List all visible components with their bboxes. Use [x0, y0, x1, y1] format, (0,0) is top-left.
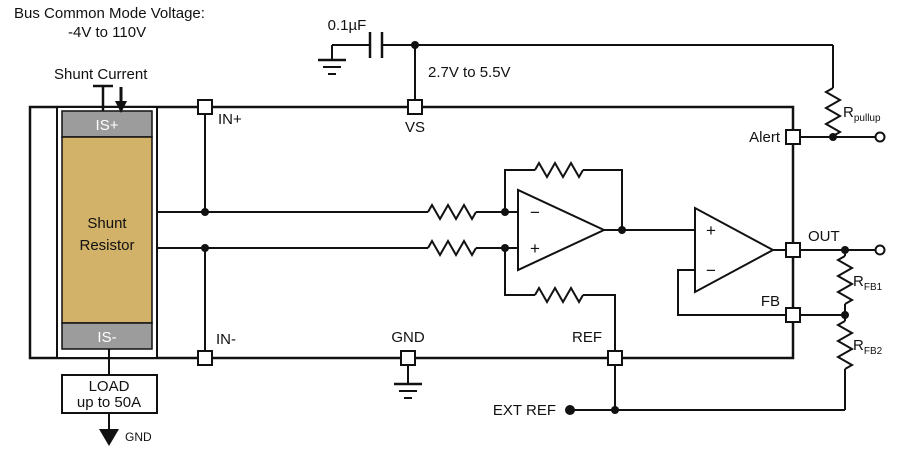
resistor-zigzag — [835, 320, 855, 370]
opamp-triangle — [517, 188, 607, 272]
pin-label: VS — [405, 119, 425, 136]
pin-label: IN- — [216, 331, 236, 348]
resistor-zigzag — [823, 87, 843, 137]
junction-dot — [829, 133, 837, 141]
ext-ref-terminal-dot — [565, 405, 575, 415]
resistor-zigzag — [534, 285, 584, 305]
is-plus-label: IS+ — [96, 117, 119, 134]
gain-feedback-resistor — [504, 160, 623, 230]
ground-arrow-icon — [99, 429, 119, 446]
pin-square — [785, 129, 801, 145]
pin-square — [407, 99, 423, 115]
pin-square — [400, 350, 416, 366]
junction-dot — [618, 226, 626, 234]
pin-gnd: GND — [391, 329, 425, 366]
supply-line: 2.7V to 5.5V — [411, 41, 833, 102]
shunt-body-label-1: Shunt — [87, 215, 127, 232]
gnd-ground-symbol — [394, 365, 422, 399]
junction-dot — [611, 406, 619, 414]
junction-dot — [201, 208, 209, 216]
is-minus-pad — [61, 322, 153, 350]
load-label-2: up to 50A — [77, 394, 141, 411]
junction-dot — [201, 244, 209, 252]
feedback-wire — [677, 269, 786, 316]
load-block: LOAD up to 50A GND — [61, 349, 158, 446]
bus-annotation: Bus Common Mode Voltage: -4V to 110V — [14, 5, 205, 41]
wire — [583, 294, 616, 353]
rfb1-label: RFB1 — [853, 273, 883, 293]
pin-square — [197, 350, 213, 366]
supply-range-label: 2.7V to 5.5V — [428, 64, 511, 81]
alert-terminal — [874, 131, 886, 143]
opamp1-plus-label: + — [530, 239, 540, 258]
opamp2-plus-label: + — [706, 221, 716, 240]
ext-ref-label: EXT REF — [493, 402, 556, 419]
pin-label: FB — [761, 293, 780, 310]
resistor-zigzag — [835, 255, 855, 305]
feedback-divider: RFB1 RFB2 — [800, 250, 883, 410]
opamp2-minus-label: − — [706, 261, 716, 280]
sense-wires — [152, 112, 518, 353]
pullup-resistor: Rpullup — [823, 45, 881, 137]
pin-vs: VS — [405, 99, 425, 136]
is-minus-label: IS- — [97, 329, 116, 346]
opamp-triangle — [694, 206, 776, 294]
bus-voltage-label-1: Bus Common Mode Voltage: — [14, 5, 205, 22]
is-plus-pad — [61, 110, 153, 138]
pin-label: GND — [391, 329, 425, 346]
opamp1-minus-label: − — [530, 203, 540, 222]
pin-square — [785, 242, 801, 258]
pin-fb: FB — [761, 293, 801, 323]
pin-alert: Alert — [749, 129, 801, 146]
decoupling-capacitor: 0.1µF — [318, 17, 415, 75]
shunt-current-annotation: Shunt Current — [54, 66, 148, 113]
pin-in-minus: IN- — [197, 331, 236, 366]
pin-square — [197, 99, 213, 115]
pin-square — [607, 350, 623, 366]
load-gnd-label: GND — [125, 430, 152, 444]
opamp-2: + − — [677, 206, 788, 316]
wire — [504, 248, 535, 296]
pin-label: OUT — [808, 228, 840, 245]
pin-label: IN+ — [218, 111, 242, 128]
ref-resistor — [504, 248, 616, 353]
shunt-current-label: Shunt Current — [54, 66, 148, 83]
current-arrow-icon — [115, 101, 127, 113]
pin-ref: REF — [572, 329, 623, 366]
pullup-resistor-label: Rpullup — [843, 104, 881, 124]
pin-in-plus: IN+ — [197, 99, 242, 128]
pin-out: OUT — [785, 228, 840, 258]
capacitor-value-label: 0.1µF — [328, 17, 367, 34]
wire — [504, 169, 535, 212]
pin-label: REF — [572, 329, 602, 346]
pin-label: Alert — [749, 129, 781, 146]
ground-icon — [318, 58, 346, 75]
ground-icon — [394, 382, 422, 399]
ext-ref-line: EXT REF — [493, 365, 845, 419]
load-label-1: LOAD — [89, 378, 130, 395]
out-line — [800, 244, 886, 256]
pin-square — [785, 307, 801, 323]
bus-voltage-label-2: -4V to 110V — [68, 24, 146, 41]
shunt-resistor-block: IS+ Shunt Resistor IS- — [56, 106, 158, 359]
out-terminal — [874, 244, 886, 256]
shunt-body-label-2: Resistor — [79, 237, 134, 254]
wire — [583, 169, 623, 230]
opamp-1: − + — [517, 188, 695, 272]
resistor-zigzag — [534, 160, 584, 180]
alert-line — [800, 131, 886, 143]
resistor-zigzag — [427, 202, 477, 222]
resistor-zigzag — [427, 238, 477, 258]
shunt-body — [61, 136, 153, 324]
rfb2-label: RFB2 — [853, 337, 883, 357]
